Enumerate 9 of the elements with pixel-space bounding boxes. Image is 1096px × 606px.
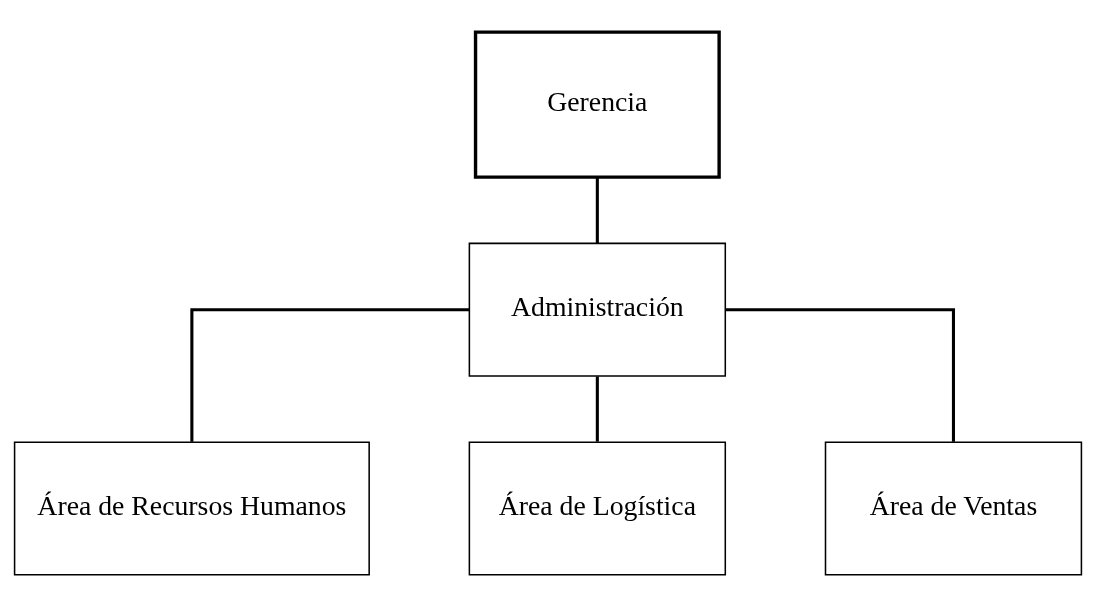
- connector: [190, 307, 470, 442]
- node-box: Administración: [468, 242, 727, 377]
- connector: [595, 375, 599, 442]
- node-box: Área de Ventas: [824, 441, 1083, 576]
- node-box: Área de Recursos Humanos: [13, 441, 370, 576]
- node-box: Gerencia: [473, 29, 721, 179]
- connector: [595, 177, 599, 243]
- connector: [725, 307, 955, 442]
- node-box: Área de Logística: [468, 441, 727, 576]
